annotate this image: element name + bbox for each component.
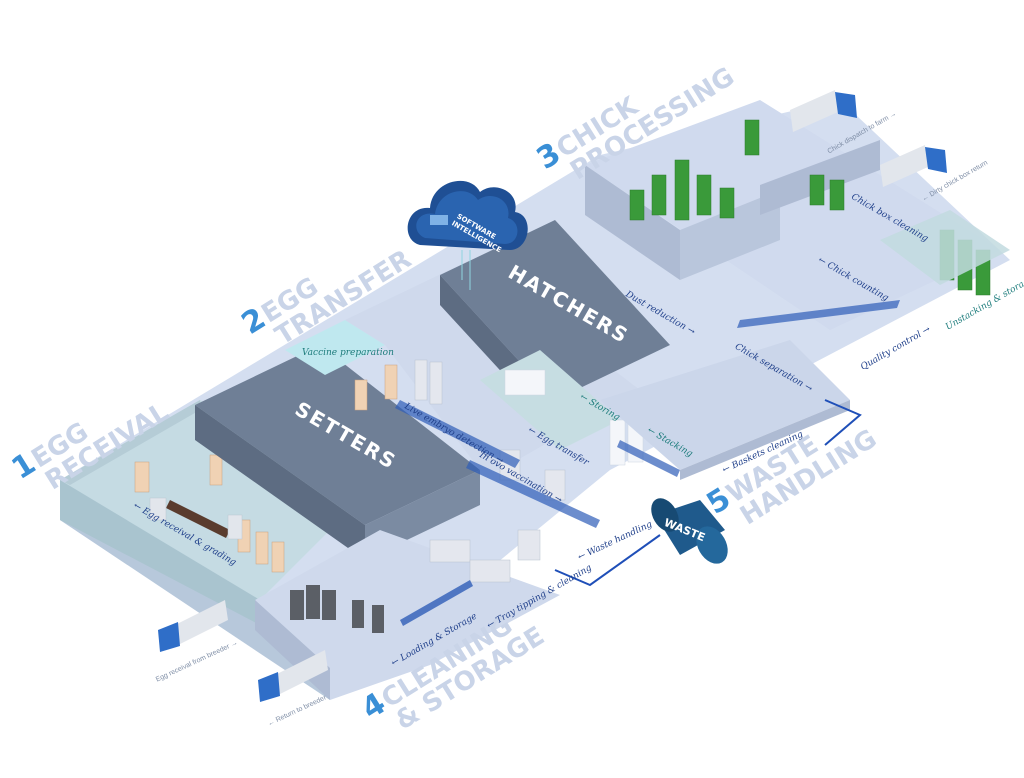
vaccine-preparation-label: Vaccine preparation <box>302 348 394 358</box>
baskets-cleaning-area <box>600 340 850 480</box>
waste-pipe <box>554 534 661 587</box>
truck-egg-receival <box>158 600 228 652</box>
truck-chick-dispatch <box>790 90 857 132</box>
label-return-breeder: ← Return to breeder <box>267 694 328 728</box>
cleaning-storage-area <box>255 529 560 700</box>
waste-pipe-upper <box>824 399 862 446</box>
label-waste-handling: ← Waste handling <box>576 520 654 563</box>
chick-processing-area <box>585 100 1010 406</box>
truck-dirty-box-return <box>880 145 947 187</box>
waste-tank: WASTE <box>651 498 728 564</box>
vaccine-preparation-room <box>285 320 385 375</box>
truck-return-breeder <box>258 650 328 702</box>
storing-area <box>480 350 644 466</box>
egg-receival-area <box>60 400 360 625</box>
